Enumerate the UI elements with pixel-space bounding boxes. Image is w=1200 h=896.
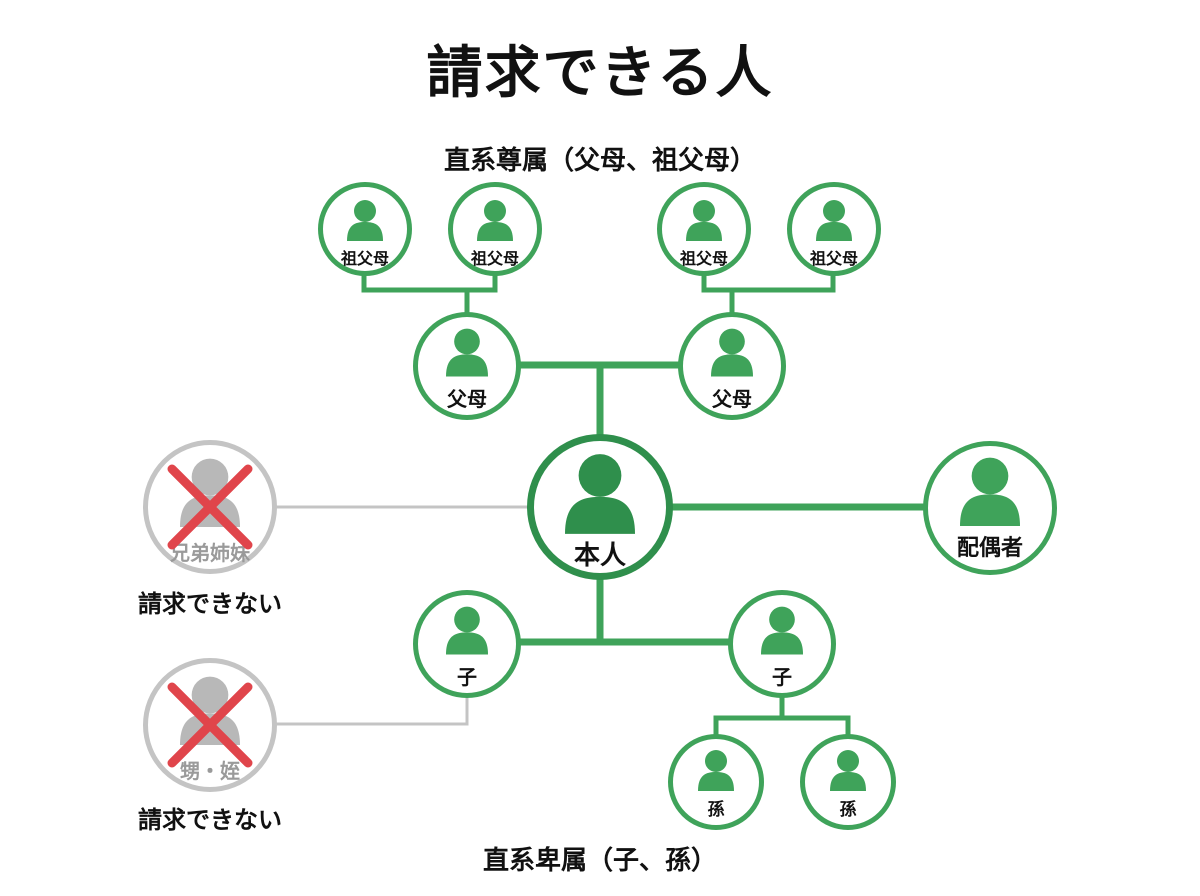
child-label: 子 — [457, 665, 477, 689]
self-label: 本人 — [573, 541, 626, 571]
siblings-label: 兄弟姉妹 — [170, 541, 250, 565]
person-icon — [446, 606, 488, 655]
grandparent-node-1: 祖父母 — [318, 182, 412, 276]
nephew-niece-label: 甥・姪 — [180, 759, 240, 783]
child-label: 子 — [772, 665, 792, 689]
person-icon — [686, 200, 722, 241]
grandparent-label: 祖父母 — [679, 249, 728, 268]
spouse-label: 配偶者 — [956, 536, 1023, 561]
parent-label: 父母 — [447, 387, 487, 411]
person-icon — [477, 200, 513, 241]
person-icon — [698, 750, 734, 791]
child-node-2: 子 — [728, 590, 836, 698]
person-icon — [446, 328, 488, 377]
parent-node-1: 父母 — [413, 312, 521, 420]
grandchild-node-2: 孫 — [800, 734, 896, 830]
grandparent-node-4: 祖父母 — [787, 182, 881, 276]
person-icon — [816, 200, 852, 241]
grandchild-label: 孫 — [707, 800, 725, 820]
grandparent-label: 祖父母 — [340, 249, 389, 268]
grandparent-node-3: 祖父母 — [657, 182, 751, 276]
cross-icon — [167, 682, 253, 768]
nephew-niece-node: 甥・姪 — [143, 658, 277, 792]
parent-label: 父母 — [712, 387, 752, 411]
person-icon — [711, 328, 753, 377]
person-icon — [565, 454, 635, 534]
page-title: 請求できる人 — [426, 41, 774, 106]
siblings-node: 兄弟姉妹 — [143, 440, 277, 574]
grandparent-node-2: 祖父母 — [448, 182, 542, 276]
spouse-node: 配偶者 — [923, 441, 1057, 575]
child-node-1: 子 — [413, 590, 521, 698]
cannot-claim-label: 請求できない — [138, 806, 282, 834]
person-icon — [830, 750, 866, 791]
descendants-label: 直系卑属（子、孫） — [482, 846, 717, 876]
person-icon — [960, 457, 1020, 526]
cannot-claim-label: 請求できない — [138, 590, 282, 618]
grandchild-label: 孫 — [839, 800, 857, 820]
parent-node-2: 父母 — [678, 312, 786, 420]
child-to-nephew-line — [274, 698, 469, 726]
person-icon — [347, 200, 383, 241]
grandchild-node-1: 孫 — [668, 734, 764, 830]
person-icon — [761, 606, 803, 655]
ascendants-label: 直系尊属（父母、祖父母） — [443, 146, 756, 176]
grandparent-label: 祖父母 — [470, 249, 519, 268]
grandparent-label: 祖父母 — [809, 249, 858, 268]
cross-icon — [167, 464, 253, 550]
self-node: 本人 — [527, 434, 673, 580]
